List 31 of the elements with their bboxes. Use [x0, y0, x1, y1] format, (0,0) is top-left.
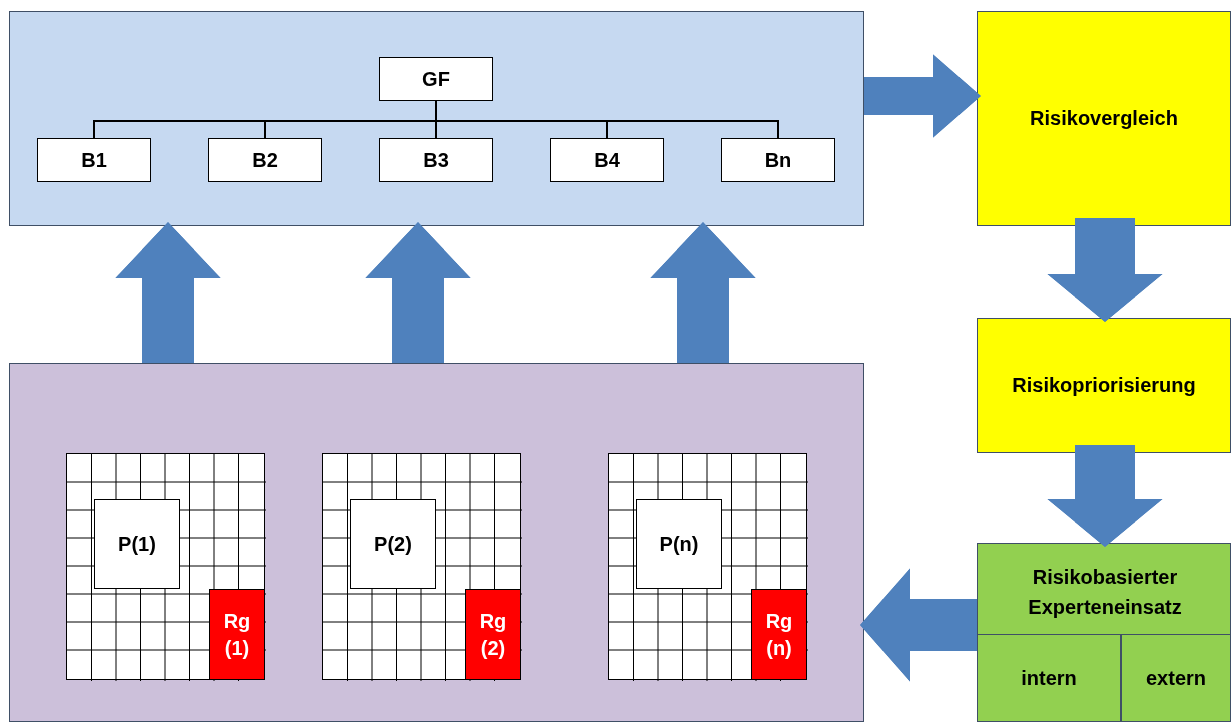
block-arrow [115, 222, 221, 363]
process-box: Risikopriorisierung [977, 318, 1231, 453]
process-box: Rg (1) [209, 589, 265, 680]
process-box: Rg (n) [751, 589, 807, 680]
process-box: GF [379, 57, 493, 101]
grid-table [66, 453, 265, 680]
process-box: extern [1121, 634, 1231, 722]
process-box: Bn [721, 138, 835, 182]
block-arrow [860, 568, 977, 682]
group-panel [977, 543, 1231, 722]
process-box: P(n) [636, 499, 722, 589]
process-box: B1 [37, 138, 151, 182]
connector-line [435, 100, 779, 139]
block-arrow [864, 54, 981, 138]
process-box: B2 [208, 138, 322, 182]
grid-table [322, 453, 521, 680]
group-panel [9, 11, 864, 226]
heading-text: Risikobasierter Experteneinsatz [1027, 565, 1183, 620]
process-box: Rg (2) [465, 589, 521, 680]
process-box: intern [977, 634, 1121, 722]
block-arrow [650, 222, 756, 363]
group-panel [9, 363, 864, 722]
grid-table [608, 453, 807, 680]
process-box: B4 [550, 138, 664, 182]
process-box: Risikovergleich [977, 11, 1231, 226]
block-arrow [1047, 218, 1163, 322]
process-box: P(2) [350, 499, 436, 589]
block-arrow [1047, 445, 1163, 547]
process-box: B3 [379, 138, 493, 182]
block-arrow [365, 222, 471, 363]
process-box: P(1) [94, 499, 180, 589]
